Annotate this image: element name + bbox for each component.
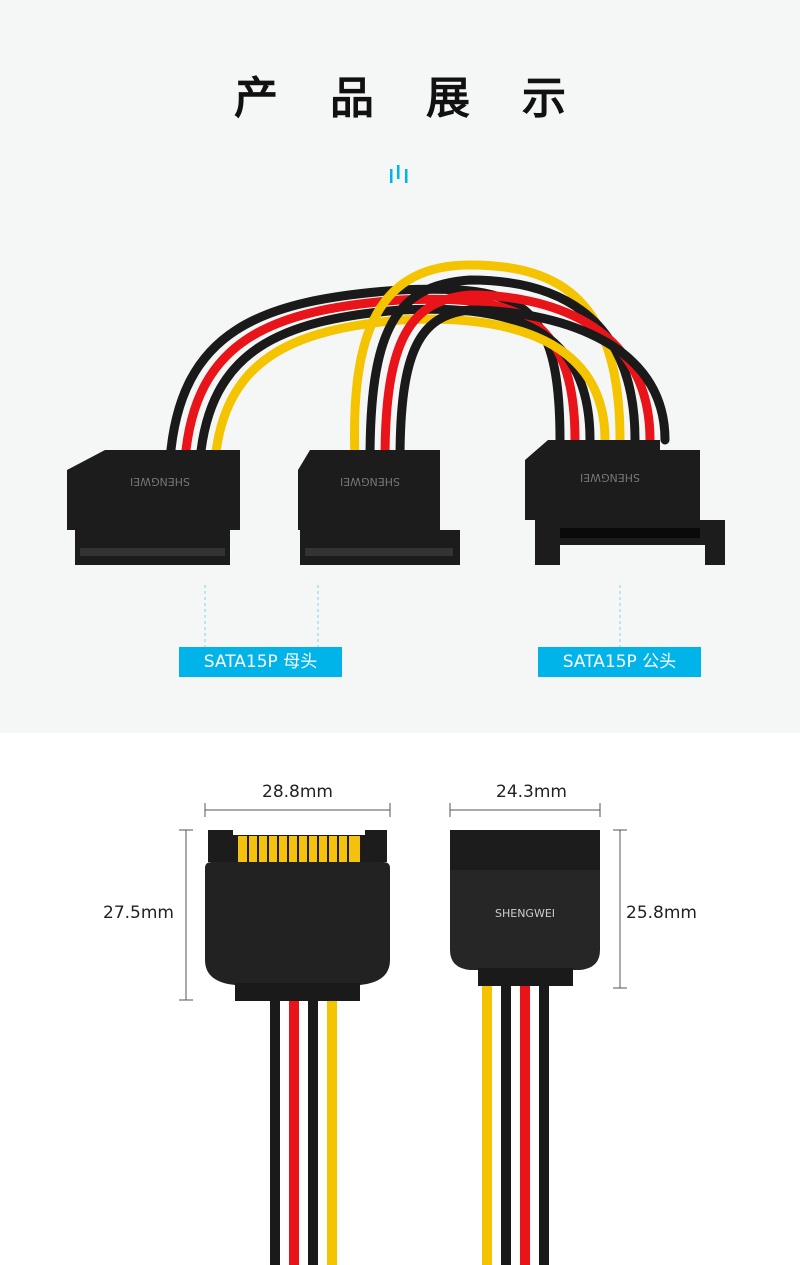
svg-text:SHENGWEI: SHENGWEI	[130, 475, 190, 488]
male-width-dimension: 28.8mm	[262, 782, 333, 802]
male-height-dimension: 27.5mm	[103, 903, 174, 923]
splitter-cable-image: SHENGWEI SHENGWEI SHENGWEI	[67, 260, 725, 647]
male-connector-label: SATA15P 公头	[538, 647, 701, 677]
product-showcase-section	[0, 0, 800, 733]
svg-text:SHENGWEI: SHENGWEI	[340, 475, 400, 488]
page-title: 产品展示	[234, 73, 618, 124]
female-connector-label: SATA15P 母头	[179, 647, 342, 677]
female-height-dimension: 25.8mm	[626, 903, 697, 923]
title-decoration-icon	[390, 165, 408, 183]
female-width-dimension: 24.3mm	[496, 782, 567, 802]
brand-logo: SHENGWEI	[495, 907, 555, 920]
svg-text:SHENGWEI: SHENGWEI	[580, 471, 640, 484]
